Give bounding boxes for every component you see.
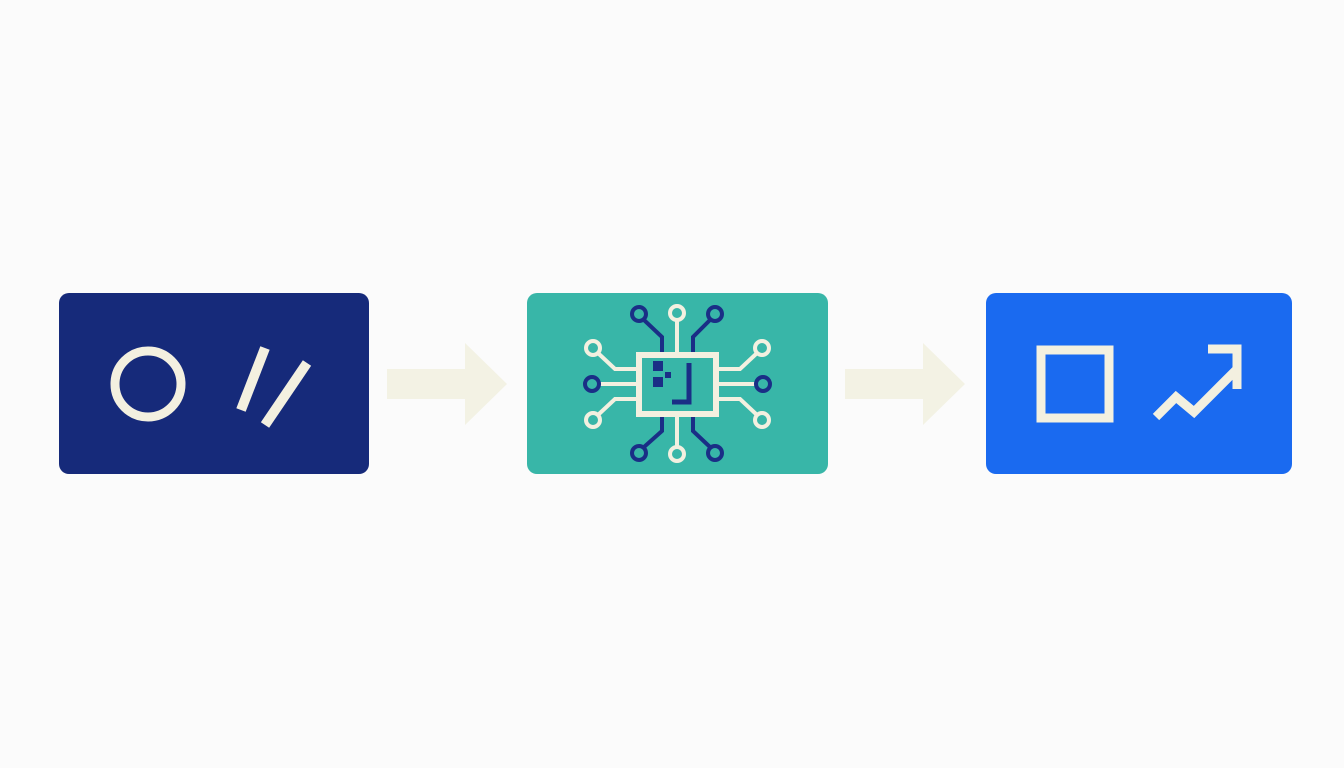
- process-block: [527, 293, 828, 474]
- output-block: [986, 293, 1292, 474]
- input-block: [59, 293, 369, 474]
- circuit-chip-icon: [583, 304, 772, 463]
- square-icon: [1036, 345, 1114, 423]
- trend-up-arrow-icon: [1152, 344, 1242, 421]
- double-slash-icon: [236, 346, 312, 428]
- flow-arrow-1: [387, 341, 509, 427]
- circle-icon: [110, 346, 186, 422]
- flow-arrow-2: [845, 341, 967, 427]
